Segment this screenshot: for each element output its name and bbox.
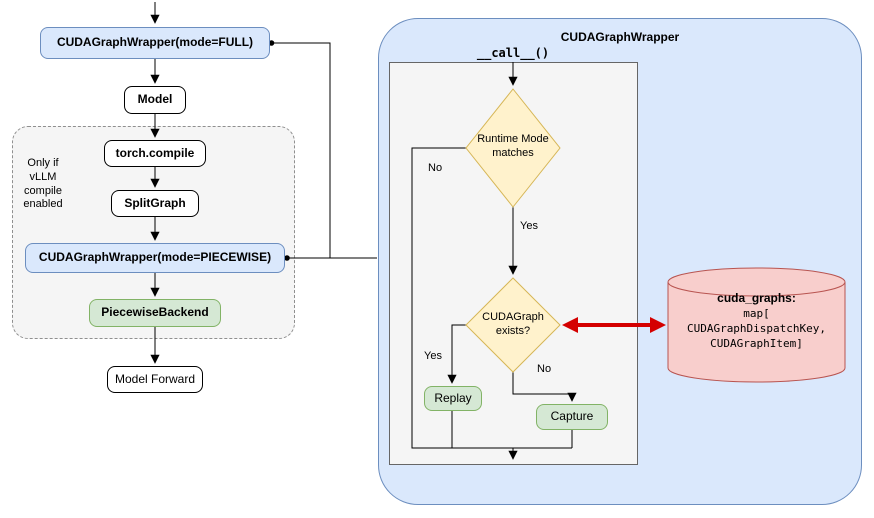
runtime-no-path [411, 147, 572, 449]
panel-title: CUDAGraphWrapper [560, 30, 680, 44]
node-model-forward: Model Forward [107, 366, 203, 393]
branch-label-yes-runtime: Yes [520, 220, 538, 232]
store-link-arrowhead-right [650, 317, 666, 333]
store-link-arrowhead-left [562, 317, 578, 333]
cuda-graphs-store-text: cuda_graphs: map[ CUDAGraphDispatchKey, … [668, 290, 845, 351]
node-cudagraphwrapper-piecewise: CUDAGraphWrapper(mode=PIECEWISE) [25, 243, 285, 273]
branch-label-yes-exists: Yes [424, 350, 442, 362]
cuda-graphs-cylinder-lid [667, 281, 846, 297]
full-link-line [273, 42, 331, 258]
arrow-exists-no-capture [512, 372, 577, 402]
cuda-graphs-cylinder [667, 267, 846, 383]
node-splitgraph: SplitGraph [111, 190, 199, 217]
compile-group-note: Only if vLLM compile enabled [23, 157, 63, 211]
piecewise-link-dot [284, 255, 290, 261]
runtime-mode-diamond-label: Runtime Mode matches [477, 133, 549, 159]
cudagraph-exists-diamond [465, 277, 561, 373]
node-capture: Capture [536, 404, 608, 430]
node-cudagraphwrapper-full: CUDAGraphWrapper(mode=FULL) [40, 27, 270, 59]
cuda-graphs-store-body: map[ CUDAGraphDispatchKey, CUDAGraphItem… [686, 307, 827, 350]
branch-label-no-exists: No [537, 363, 552, 375]
cuda-graphs-store-title: cuda_graphs: [717, 291, 796, 305]
node-replay: Replay [424, 386, 482, 411]
node-torch-compile: torch.compile [104, 140, 206, 167]
node-piecewise-backend: PiecewiseBackend [89, 299, 221, 327]
arrow-exists-yes-replay [447, 324, 466, 384]
runtime-mode-diamond [465, 88, 561, 208]
branch-label-no-runtime: No [428, 162, 443, 174]
call-entry-label: __call__() [476, 46, 550, 60]
cudagraph-exists-diamond-label: CUDAGraph exists? [482, 311, 544, 337]
node-model: Model [124, 86, 186, 114]
full-link-dot [268, 40, 275, 46]
